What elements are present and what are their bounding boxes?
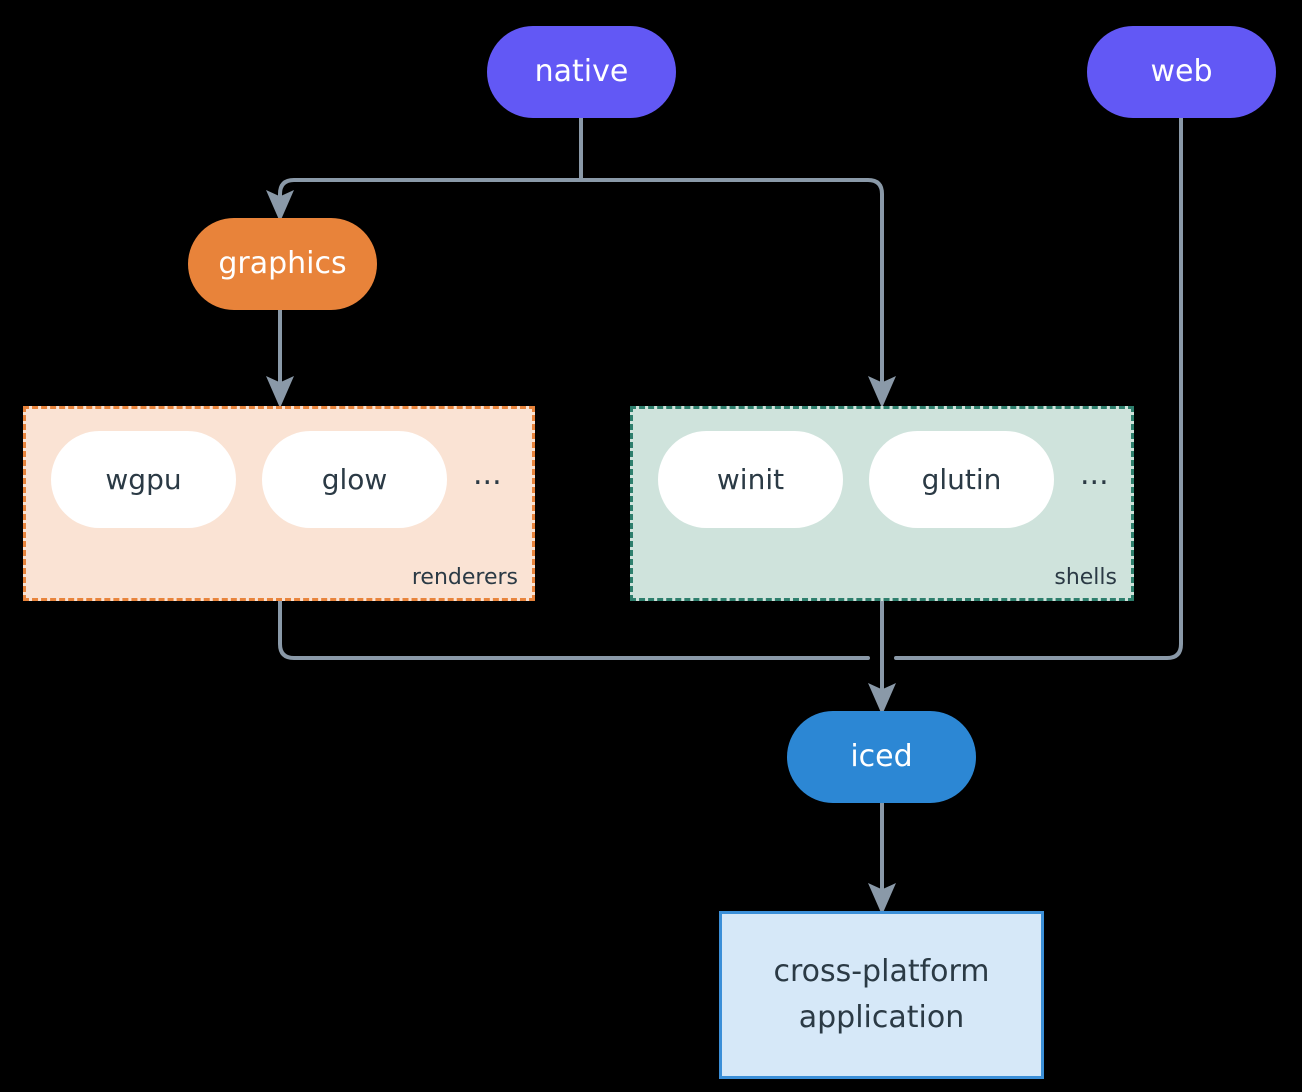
chip-wgpu-label: wgpu [105, 463, 182, 496]
node-web-label: web [1150, 53, 1213, 89]
group-renderers: wgpu glow ... renderers [23, 406, 535, 601]
chip-winit-label: winit [716, 463, 785, 496]
node-iced-label: iced [850, 738, 913, 774]
node-application[interactable]: cross-platform application [719, 911, 1044, 1079]
chip-glow[interactable]: glow [262, 431, 447, 528]
node-graphics[interactable]: graphics [188, 218, 377, 310]
shells-overflow-ellipsis: ... [1080, 456, 1109, 492]
renderers-overflow-ellipsis: ... [473, 456, 502, 492]
node-application-label-line2: application [798, 1000, 965, 1035]
node-iced[interactable]: iced [787, 711, 976, 803]
group-shells: winit glutin ... shells [630, 406, 1134, 601]
node-web[interactable]: web [1087, 26, 1276, 118]
renderers-chip-list: wgpu glow ... [51, 431, 502, 528]
node-application-label-line1: cross-platform [773, 953, 990, 989]
group-shells-label: shells [1054, 565, 1117, 590]
chip-glutin[interactable]: glutin [869, 431, 1054, 528]
node-application-label: cross-platform application [773, 949, 989, 1042]
shells-chip-list: winit glutin ... [658, 431, 1109, 528]
chip-glow-label: glow [321, 463, 388, 496]
chip-glutin-label: glutin [921, 463, 1002, 496]
node-native-label: native [534, 53, 629, 89]
chip-wgpu[interactable]: wgpu [51, 431, 236, 528]
edge-renderers-to-iced [278, 599, 870, 660]
node-graphics-label: graphics [218, 245, 347, 281]
group-renderers-label: renderers [411, 565, 518, 590]
edge-native-to-shells [579, 178, 896, 408]
edge-native-to-graphics [266, 178, 583, 222]
node-native[interactable]: native [487, 26, 676, 118]
chip-winit[interactable]: winit [658, 431, 843, 528]
